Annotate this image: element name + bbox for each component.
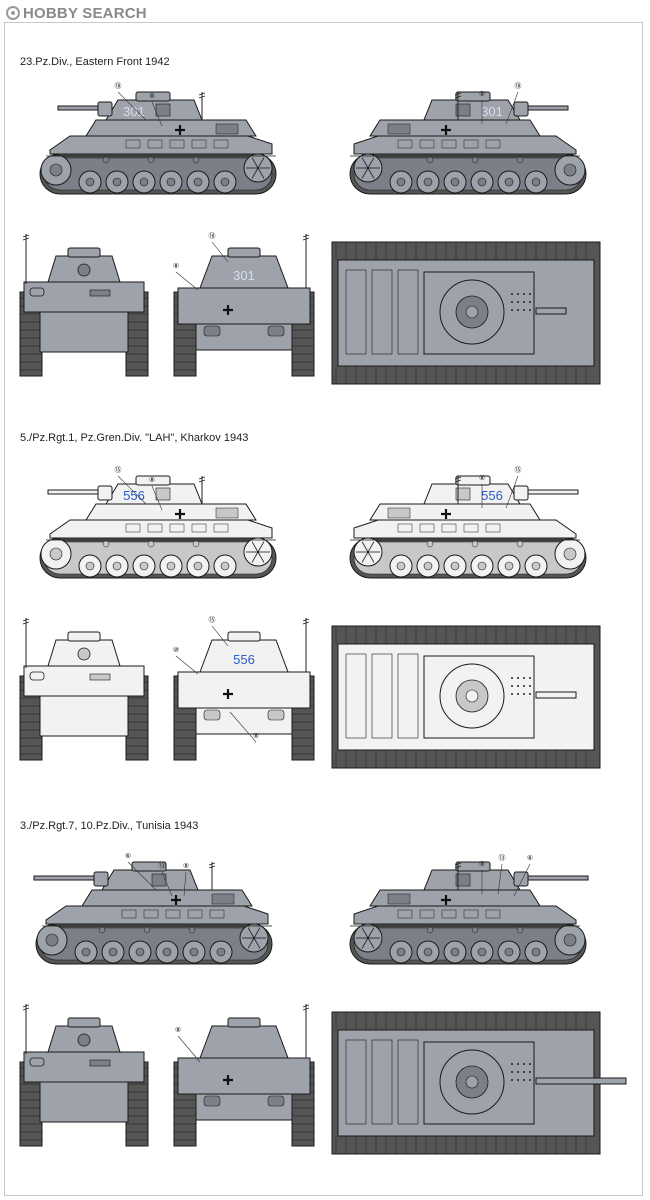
scheme-2-top-view — [331, 625, 601, 769]
logo-mark-icon — [6, 6, 20, 20]
turret-number: 301 — [233, 268, 255, 283]
callout-left-1: ⑥ — [125, 852, 157, 891]
scheme-3-top-view — [331, 1011, 627, 1155]
svg-text:⑥: ⑥ — [527, 854, 533, 862]
rear-view — [173, 247, 315, 377]
scheme-3-title: 3./Pz.Rgt.7, 10.Pz.Div., Tunisia 1943 — [20, 820, 199, 832]
callout-left-1: ⑱ — [115, 82, 147, 121]
scheme-1-rear-view: 301 ⑱ ⑧ — [173, 232, 315, 377]
scheme-1-right-side-view: 301 ⑧ ⑱ — [349, 82, 587, 195]
callout-left-2: ⑧ — [149, 476, 163, 511]
scheme-1-left-side-view: 301 ⑱ ⑧ — [39, 82, 277, 195]
svg-text:⑱: ⑱ — [515, 82, 522, 90]
top-view — [331, 1011, 627, 1155]
callout-rear-1: ⑧ — [175, 1026, 201, 1063]
scheme-2-front-view — [19, 618, 149, 761]
callout-left-1: ⑮ — [115, 466, 147, 505]
rear-view — [173, 631, 315, 761]
svg-text:⑱: ⑱ — [209, 232, 216, 240]
svg-text:⑮: ⑮ — [209, 616, 216, 624]
svg-text:⑧: ⑧ — [175, 1026, 181, 1034]
svg-text:⑧: ⑧ — [479, 90, 485, 98]
svg-text:⑮: ⑮ — [515, 466, 522, 474]
callout-left-2: ⑧ — [149, 92, 163, 127]
svg-text:⑮: ⑮ — [115, 466, 122, 474]
turret-number: 301 — [481, 104, 503, 119]
callout-rear-2: ⑩ — [173, 646, 199, 675]
scheme-3-left-side-view: ⑥ ⑬ ⑧ — [33, 852, 273, 965]
front-view — [19, 631, 149, 761]
callout-right-1: ⑧ — [479, 90, 485, 124]
scheme-2-left-side-view: 556 ⑮ ⑧ — [39, 466, 277, 579]
svg-text:⑧: ⑧ — [253, 732, 259, 740]
turret-number: 556 — [233, 652, 255, 667]
rear-view — [173, 1017, 315, 1147]
svg-text:⑧: ⑧ — [149, 476, 155, 484]
turret-number: 301 — [123, 104, 145, 119]
callout-right-2: ⑮ — [505, 466, 522, 509]
svg-text:⑧: ⑧ — [149, 92, 155, 100]
scheme-1-front-view — [19, 234, 149, 377]
scheme-2-rear-view: 556 ⑮ ⑩ ⑧ — [173, 616, 315, 761]
scheme-3-right-side-view: ⑧ ⑬ ⑥ — [349, 854, 589, 965]
svg-text:⑥: ⑥ — [125, 852, 131, 860]
svg-text:⑬: ⑬ — [159, 862, 166, 870]
top-view — [331, 625, 601, 769]
svg-text:⑧: ⑧ — [183, 862, 189, 870]
svg-text:⑧: ⑧ — [479, 474, 485, 482]
front-view — [19, 1017, 149, 1147]
scheme-2-right-side-view: 556 ⑧ ⑮ — [349, 466, 587, 579]
callout-right-1: ⑧ — [479, 474, 485, 508]
callout-right-2: ⑱ — [505, 82, 522, 125]
svg-text:⑱: ⑱ — [115, 82, 122, 90]
callout-rear-1: ⑱ — [209, 232, 229, 263]
turret-number: 556 — [481, 488, 503, 503]
front-view — [19, 247, 149, 377]
scheme-1-top-view — [331, 241, 601, 385]
top-view — [331, 241, 601, 385]
callout-right-1: ⑧ — [479, 860, 485, 894]
callout-rear-2: ⑧ — [173, 262, 199, 291]
scheme-2-title: 5./Pz.Rgt.1, Pz.Gren.Div. "LAH", Kharkov… — [20, 432, 249, 444]
scheme-1-title: 23.Pz.Div., Eastern Front 1942 — [20, 56, 170, 68]
turret-number: 556 — [123, 488, 145, 503]
svg-text:⑧: ⑧ — [479, 860, 485, 868]
callout-right-2: ⑬ — [497, 854, 506, 895]
callout-right-3: ⑥ — [513, 854, 533, 897]
callout-left-2: ⑬ — [159, 862, 173, 897]
callout-rear-3: ⑧ — [229, 711, 259, 743]
svg-text:⑧: ⑧ — [173, 262, 179, 270]
logo-text: HOBBY SEARCH — [23, 4, 147, 22]
scheme-3-rear-view: ⑧ — [173, 1004, 315, 1147]
sheet-border — [4, 22, 643, 1196]
callout-left-3: ⑧ — [183, 862, 189, 897]
svg-text:⑬: ⑬ — [499, 854, 506, 862]
svg-text:⑩: ⑩ — [173, 646, 179, 654]
callout-rear-1: ⑮ — [209, 616, 229, 647]
hobby-search-logo: HOBBY SEARCH — [6, 4, 147, 22]
scheme-3-front-view — [19, 1004, 149, 1147]
